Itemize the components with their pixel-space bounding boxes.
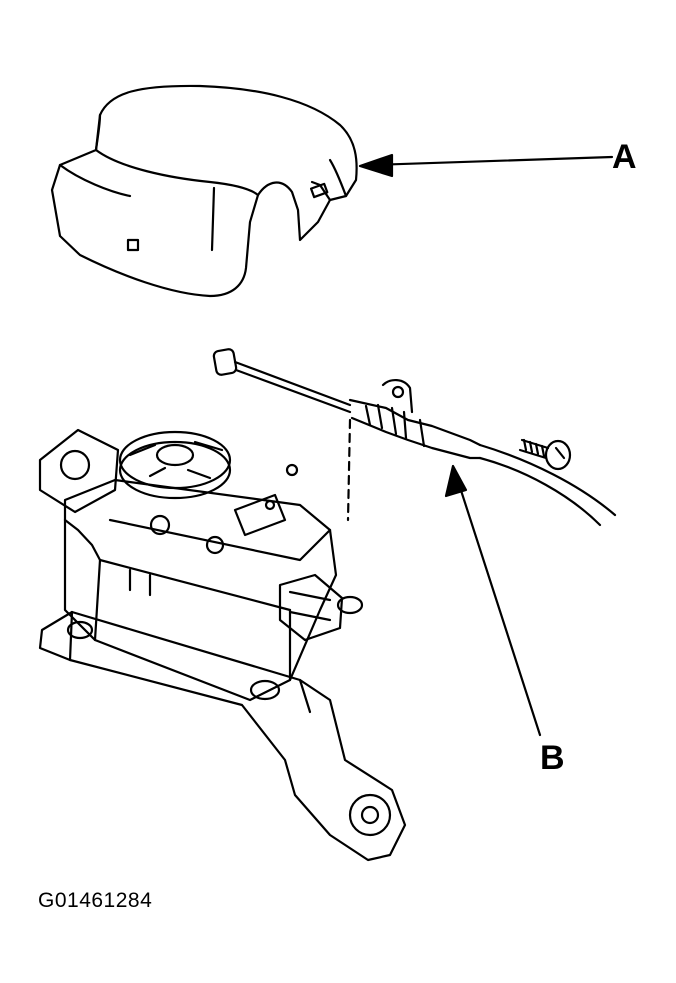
throttle-cable — [212, 348, 617, 527]
figure-id: G01461284 — [38, 889, 153, 912]
callout-b-leader — [444, 464, 542, 737]
callout-a-leader — [358, 153, 614, 178]
mounting-screw — [518, 438, 572, 471]
cruise-actuator — [38, 428, 407, 862]
callout-label-a: A — [612, 138, 637, 176]
actuator-cover — [50, 84, 358, 298]
callout-label-b: B — [540, 739, 565, 777]
